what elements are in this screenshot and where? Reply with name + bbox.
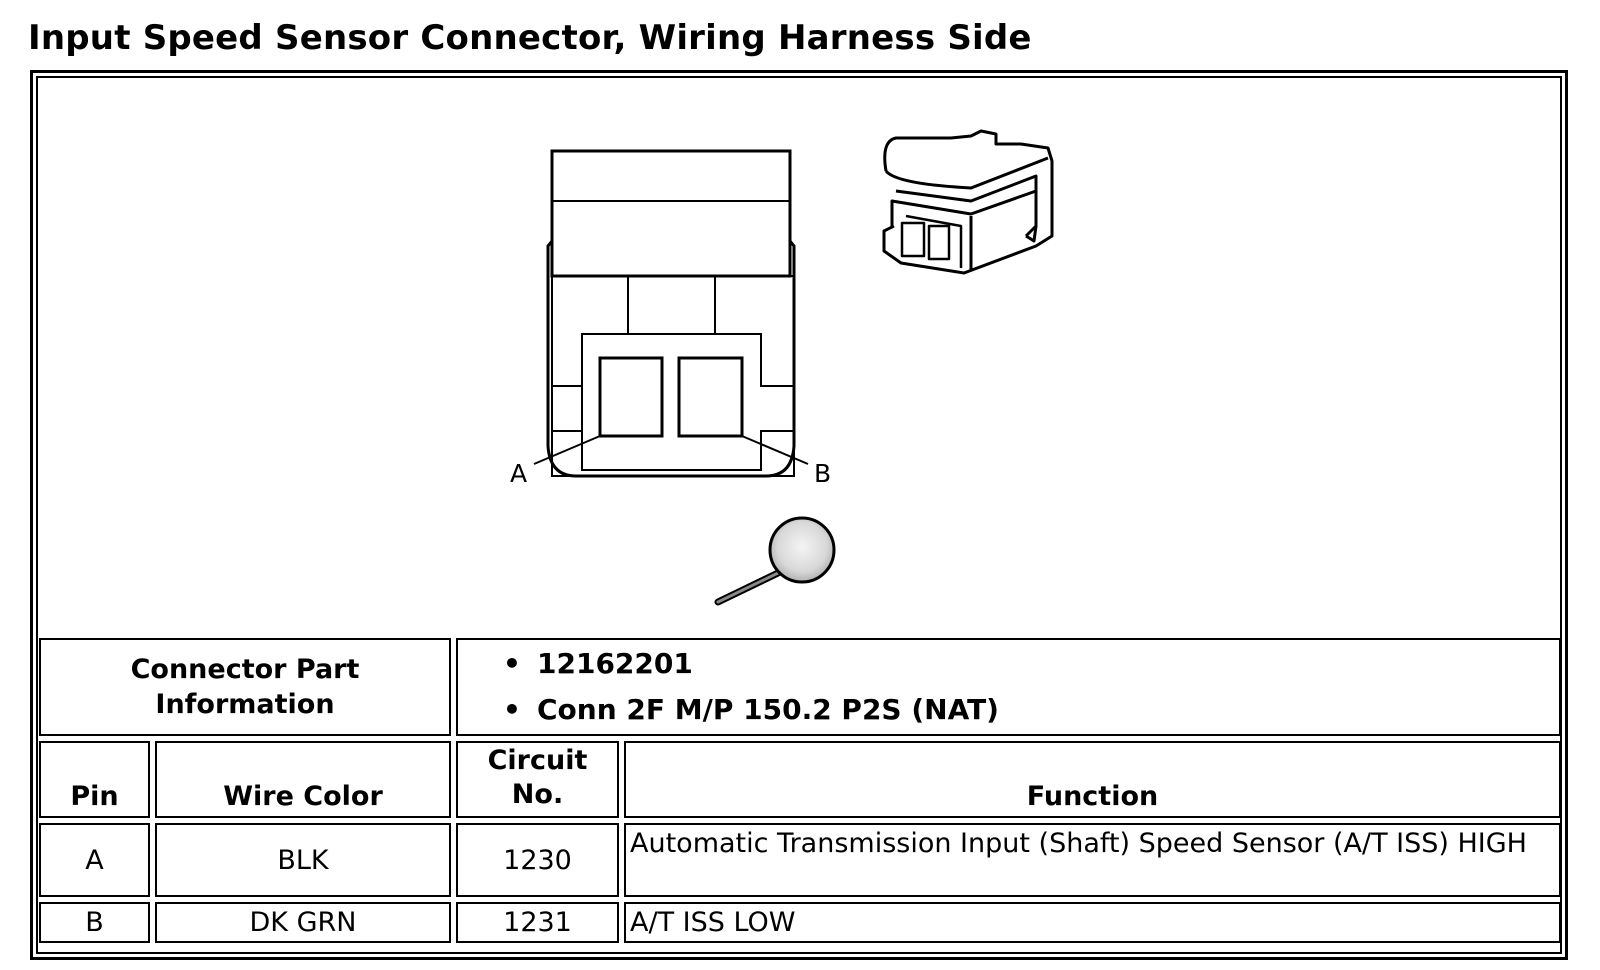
connector-part-list: •12162201 •Conn 2F M/P 150.2 P2S (NAT) [456, 638, 1561, 736]
connector-3d-drawing [882, 129, 1054, 275]
connector-top-block [550, 149, 792, 278]
pin-cell: B [39, 902, 150, 943]
pin-a-leader [533, 435, 601, 465]
pin-label-b: B [814, 459, 831, 488]
pin-b-cavity [677, 356, 744, 438]
wire-color-cell: DK GRN [155, 902, 451, 943]
part-number: •12162201 [503, 647, 693, 680]
connector-diagram: A B [510, 129, 1054, 606]
function-cell: Automatic Transmission Input (Shaft) Spe… [624, 823, 1561, 897]
table-row: A BLK 1230 Automatic Transmission Input … [39, 823, 1561, 897]
connector-info-table: Connector Part Information •12162201 •Co… [34, 633, 1566, 948]
circuit-cell: 1231 [456, 902, 619, 943]
function-cell: A/T ISS LOW [624, 902, 1561, 943]
table-header-row: Pin Wire Color Circuit No. Function [39, 741, 1561, 818]
wire-color-cell: BLK [155, 823, 451, 897]
pin-label-a: A [510, 459, 527, 488]
magnifier-icon [714, 516, 836, 606]
page-title: Input Speed Sensor Connector, Wiring Har… [28, 18, 1032, 58]
circuit-cell: 1230 [456, 823, 619, 897]
part-description: •Conn 2F M/P 150.2 P2S (NAT) [503, 693, 999, 726]
header-circuit-no: Circuit No. [456, 741, 619, 818]
table-row: B DK GRN 1231 A/T ISS LOW [39, 902, 1561, 943]
pin-cell: A [39, 823, 150, 897]
connector-face-drawing [533, 149, 809, 478]
connector-part-info-label: Connector Part Information [39, 638, 451, 736]
pin-b-leader [741, 435, 809, 465]
header-function: Function [624, 741, 1561, 818]
header-pin: Pin [39, 741, 150, 818]
pin-a-cavity [598, 356, 664, 438]
diagram-frame [30, 70, 1568, 960]
header-wire-color: Wire Color [155, 741, 451, 818]
